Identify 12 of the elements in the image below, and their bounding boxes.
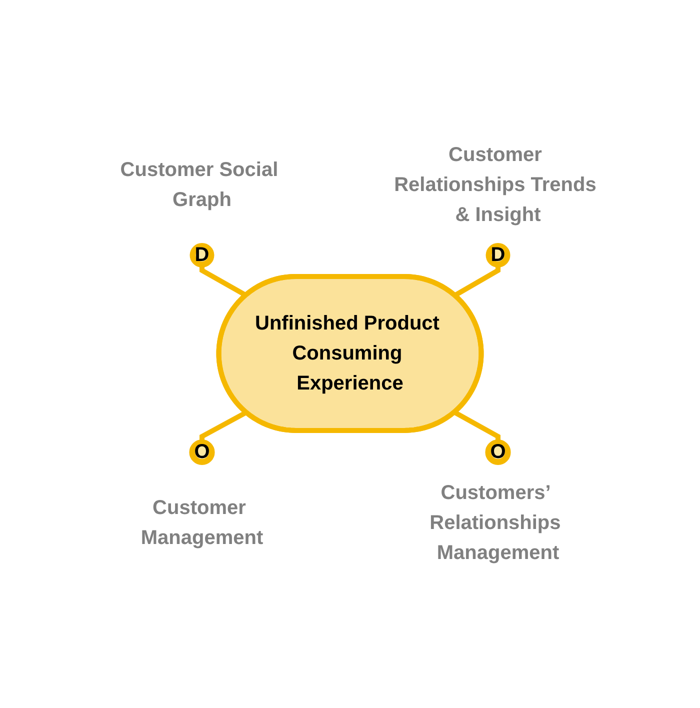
node-label: Customer Relationships Trends & Insight [394,144,596,226]
node-circle: O [485,439,511,465]
connector [454,264,500,298]
node-label: Customers’ Relationships Management [430,482,561,564]
node-label: Customer Management [140,497,264,550]
connector [200,264,248,298]
connector [200,410,248,442]
node-circle: D [486,243,510,268]
connector [454,410,500,442]
node-circle: D [190,243,214,268]
node-label: Customer Social Graph [120,158,278,211]
node-circle: O [189,439,215,465]
